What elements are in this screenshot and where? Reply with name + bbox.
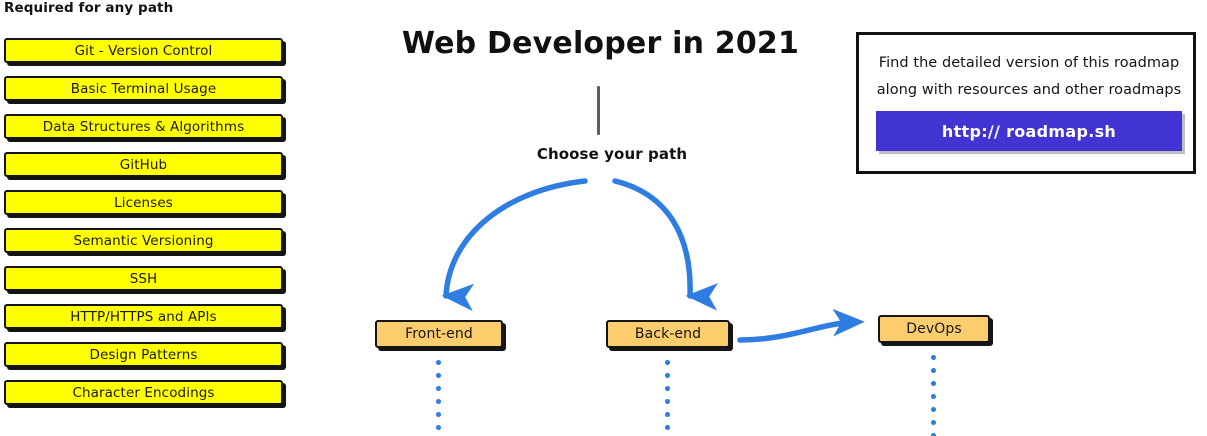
required-item-label: HTTP/HTTPS and APIs — [70, 308, 217, 325]
path-node-label: Back-end — [634, 326, 702, 342]
required-item-http-https-apis[interactable]: HTTP/HTTPS and APIs — [4, 304, 283, 329]
required-item-label: Basic Terminal Usage — [70, 80, 217, 97]
roadmap-info-card: Find the detailed version of this roadma… — [856, 32, 1196, 174]
roadmap-sh-link-button[interactable]: http:// roadmap.sh — [876, 111, 1182, 151]
required-item-basic-terminal-usage[interactable]: Basic Terminal Usage — [4, 76, 283, 101]
dotted-continuation-frontend — [436, 360, 441, 436]
required-item-label: GitHub — [119, 156, 168, 173]
required-item-design-patterns[interactable]: Design Patterns — [4, 342, 283, 367]
required-item-label: SSH — [129, 270, 158, 287]
required-item-git[interactable]: Git - Version Control — [4, 38, 283, 63]
arrow-to-backend — [612, 178, 718, 311]
required-item-character-encodings[interactable]: Character Encodings — [4, 380, 283, 405]
required-item-data-structures-algorithms[interactable]: Data Structures & Algorithms — [4, 114, 283, 139]
info-card-line-2: along with resources and other roadmaps — [876, 82, 1182, 98]
arrow-to-frontend — [441, 178, 588, 312]
required-item-label: Character Encodings — [72, 384, 215, 401]
title-stem-connector — [597, 86, 600, 135]
required-section-heading: Required for any path — [4, 0, 174, 16]
required-item-label: Licenses — [114, 194, 173, 211]
dotted-continuation-backend — [665, 360, 670, 436]
required-for-any-path-column: Required for any path Git - Version Cont… — [0, 0, 300, 436]
required-item-licenses[interactable]: Licenses — [4, 190, 283, 215]
required-item-ssh[interactable]: SSH — [4, 266, 283, 291]
dotted-continuation-devops — [931, 355, 936, 436]
path-node-backend[interactable]: Back-end — [606, 320, 730, 348]
path-node-devops[interactable]: DevOps — [878, 315, 990, 343]
path-node-label: DevOps — [906, 321, 962, 337]
required-item-label: Semantic Versioning — [73, 232, 214, 249]
required-item-label: Data Structures & Algorithms — [42, 118, 245, 135]
required-item-label: Git - Version Control — [74, 42, 213, 59]
path-node-frontend[interactable]: Front-end — [375, 320, 503, 348]
path-node-label: Front-end — [405, 326, 473, 342]
required-item-label: Design Patterns — [89, 346, 198, 363]
arrow-backend-to-devops — [737, 308, 865, 343]
choose-your-path-label: Choose your path — [536, 145, 688, 163]
info-card-line-1: Find the detailed version of this roadma… — [878, 55, 1180, 71]
page-title-text: Web Developer in 2021 — [401, 26, 800, 61]
required-item-github[interactable]: GitHub — [4, 152, 283, 177]
roadmap-sh-link-label: http:// roadmap.sh — [941, 121, 1117, 141]
required-item-semantic-versioning[interactable]: Semantic Versioning — [4, 228, 283, 253]
